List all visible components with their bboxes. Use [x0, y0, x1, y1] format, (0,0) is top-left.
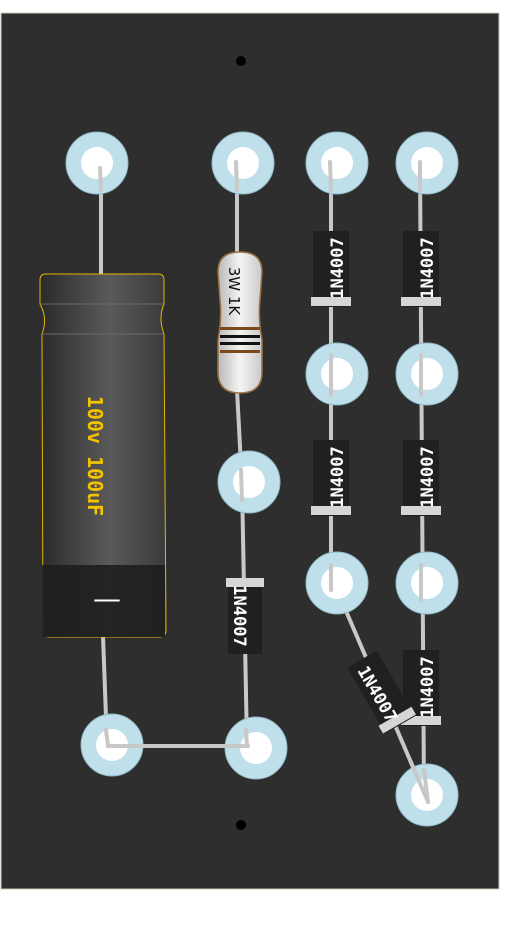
diode-mid-top-label: 1N4007 [328, 237, 348, 298]
resistor: 3W 1K [217, 251, 263, 394]
diode-mid-mid: 1N4007 [311, 440, 351, 516]
diode-right-mid: 1N4007 [401, 440, 441, 516]
capacitor: 100v 100uF — [39, 273, 167, 638]
diode-right-bot: 1N4007 [401, 650, 441, 726]
pad-right-3 [395, 551, 459, 615]
pad-mid-2 [305, 342, 369, 406]
diode-mid-top: 1N4007 [311, 231, 351, 307]
diode-right-bot-label: 1N4007 [418, 656, 438, 717]
pad-diode-bottom [224, 716, 288, 780]
diode-left-label: 1N4007 [229, 585, 249, 646]
resistor-label: 3W 1K [225, 267, 243, 317]
capacitor-polarity-mark: — [93, 582, 121, 615]
pads [65, 131, 459, 827]
diode-right-top: 1N4007 [401, 231, 441, 307]
diode-right-mid-label: 1N4007 [418, 446, 438, 507]
pad-mid-3 [305, 551, 369, 615]
pad-right-2 [395, 342, 459, 406]
mounting-hole-top [236, 56, 246, 66]
mounting-hole-bottom [236, 820, 246, 830]
pad-res-top [211, 131, 275, 195]
diode-mid-mid-label: 1N4007 [328, 446, 348, 507]
wire-stubs [98, 160, 430, 804]
capacitor-label: 100v 100uF [83, 396, 107, 516]
pad-cap-top [65, 131, 129, 195]
pad-right-1 [395, 131, 459, 195]
diode-right-top-label: 1N4007 [418, 237, 438, 298]
pad-res-bottom [217, 450, 281, 514]
pad-mid-1 [305, 131, 369, 195]
diode-left: 1N4007 [226, 578, 264, 654]
